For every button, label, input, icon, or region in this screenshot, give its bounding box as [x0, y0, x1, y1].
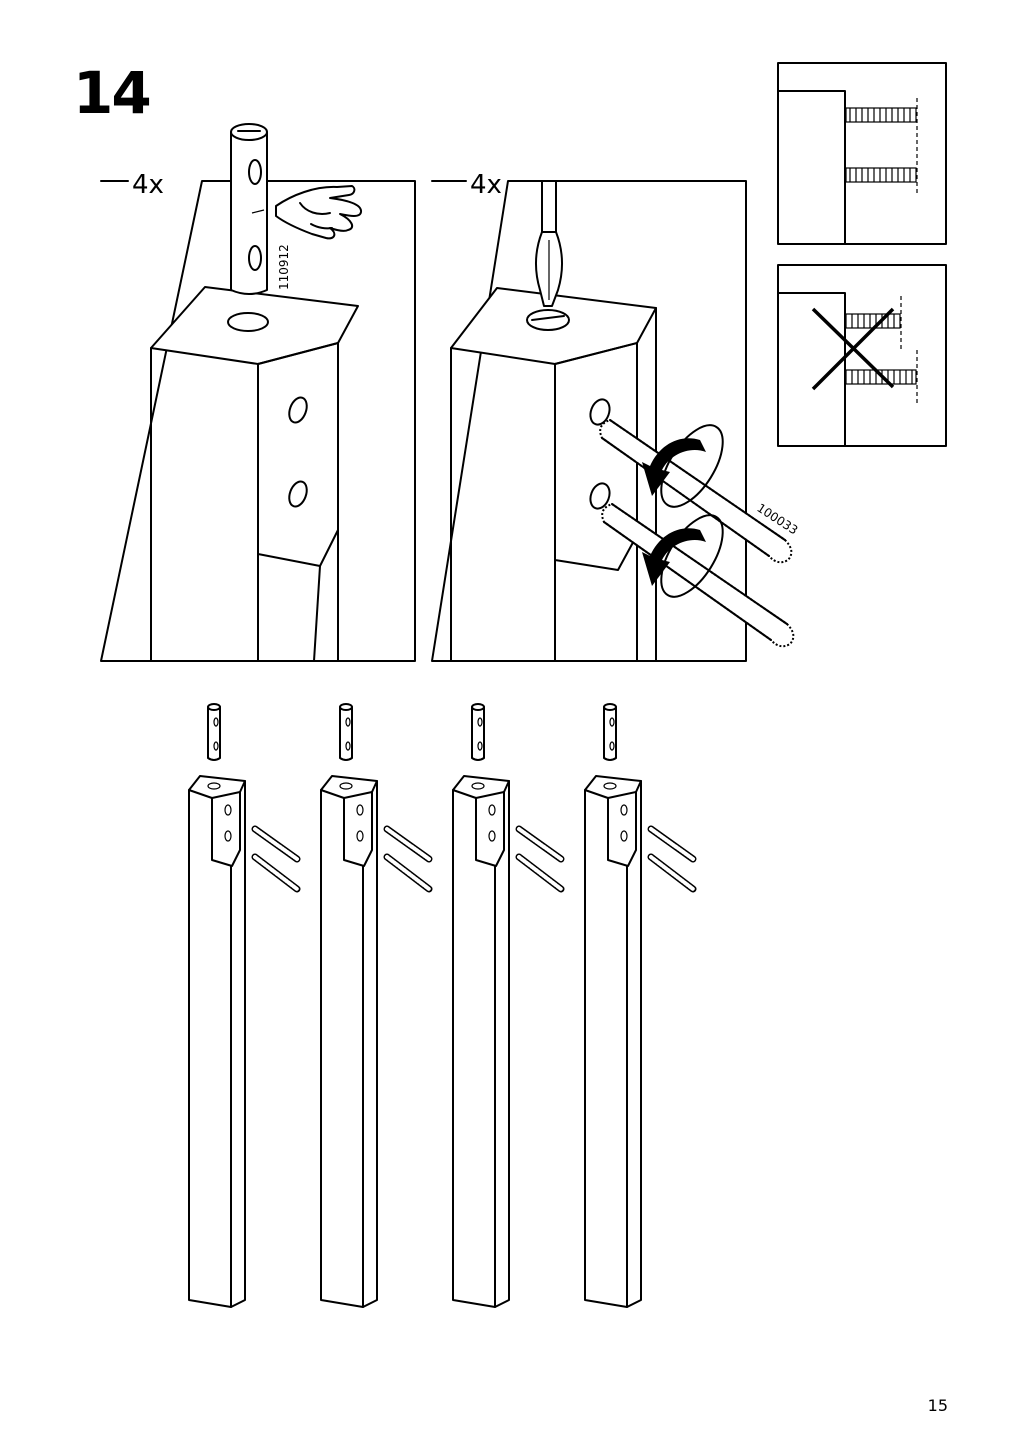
screwdriver-icon — [535, 180, 563, 307]
threaded-bolt-upper — [599, 419, 793, 564]
incorrect-detail-box — [777, 264, 947, 447]
page-number: 15 — [927, 1396, 948, 1415]
hand-push-icon — [275, 185, 362, 240]
dowel-part-number: 110912 — [277, 244, 291, 290]
table-leg-4 — [584, 703, 697, 1308]
threaded-bolt-lower — [601, 503, 795, 648]
dowel-quantity-label: 4x — [132, 170, 164, 200]
table-leg-1 — [188, 703, 301, 1308]
correct-detail-box — [777, 62, 947, 245]
table-leg-3 — [452, 703, 565, 1308]
dowel-part: 110912 — [230, 123, 291, 295]
rotate-clockwise-icon — [642, 424, 724, 598]
dowel-insert-panel: 4x 110912 — [100, 123, 416, 662]
step-number: 14 — [73, 59, 152, 127]
cross-mark-icon — [811, 307, 895, 391]
bolt-insert-panel: 4x 100033 — [431, 170, 800, 662]
table-leg-2 — [320, 703, 433, 1308]
bolt-quantity-label: 4x — [470, 170, 502, 200]
legs-row — [188, 703, 697, 1308]
